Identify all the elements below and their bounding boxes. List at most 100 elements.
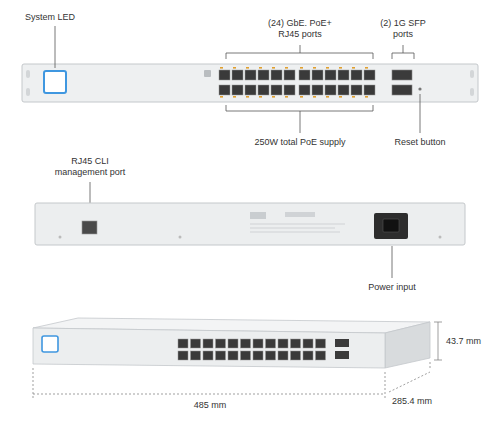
port-led xyxy=(352,67,355,69)
rj45-port xyxy=(278,339,288,348)
callout-label: Power input xyxy=(357,282,427,293)
port-led xyxy=(365,67,368,69)
callout-label: 485 mm xyxy=(180,400,240,411)
port-led xyxy=(285,67,288,69)
bracket xyxy=(392,45,414,59)
rj45-port xyxy=(266,339,276,348)
bracket xyxy=(226,45,373,59)
rj45-port xyxy=(303,339,313,348)
rack-slot xyxy=(26,70,30,78)
rj45-port xyxy=(245,70,256,80)
rj45-port xyxy=(191,351,201,360)
port-led xyxy=(233,96,236,98)
rj45-port xyxy=(203,351,213,360)
rj45-port xyxy=(271,70,282,80)
cli-port xyxy=(82,221,97,234)
rj45-port xyxy=(228,351,238,360)
port-led xyxy=(272,96,275,98)
height-dimension xyxy=(434,322,442,360)
port-led xyxy=(300,67,303,69)
port-led xyxy=(352,96,355,98)
callout-label: (2) 1G SFP ports xyxy=(378,18,428,40)
rj45-port xyxy=(191,339,201,348)
port-led xyxy=(326,96,329,98)
rj45-port xyxy=(219,85,230,95)
system-led xyxy=(42,336,58,352)
port-led xyxy=(220,96,223,98)
rear-view xyxy=(35,203,465,245)
rj45-port xyxy=(291,351,301,360)
port-led xyxy=(326,67,329,69)
rj45-ports xyxy=(178,339,326,360)
extension-line xyxy=(33,368,385,398)
system-led xyxy=(44,71,66,93)
reset-button xyxy=(418,87,421,90)
screw xyxy=(179,236,182,239)
callout-label: 43.7 mm xyxy=(446,336,496,347)
port-led xyxy=(272,67,275,69)
rj45-port xyxy=(253,339,263,348)
width-dimension xyxy=(33,394,385,395)
power-socket-inner xyxy=(383,219,399,232)
rj45-port xyxy=(219,70,230,80)
rj45-port xyxy=(364,85,375,95)
rack-slot xyxy=(470,88,474,96)
rj45-port xyxy=(351,85,362,95)
rear-logo xyxy=(285,212,315,217)
callout-label: (24) GbE. PoE+ RJ45 ports xyxy=(264,18,336,40)
callout-label: System LED xyxy=(25,12,95,23)
port-led xyxy=(259,96,262,98)
rj45-port xyxy=(278,351,288,360)
callout-label: RJ45 CLI management port xyxy=(51,156,129,178)
extension-line xyxy=(430,362,431,370)
leader-line xyxy=(392,246,393,278)
rj45-port xyxy=(228,339,238,348)
rj45-ports xyxy=(219,67,375,98)
port-led xyxy=(285,96,288,98)
front-panel xyxy=(22,64,478,102)
rj45-port xyxy=(338,70,349,80)
port-led xyxy=(339,96,342,98)
rj45-port xyxy=(258,85,269,95)
rj45-port xyxy=(253,351,263,360)
callout-label: Reset button xyxy=(385,137,455,148)
port-led xyxy=(313,96,316,98)
rj45-port xyxy=(351,70,362,80)
rj45-port xyxy=(245,85,256,95)
sfp-port xyxy=(392,85,412,95)
rj45-port xyxy=(241,351,251,360)
rj45-port xyxy=(266,351,276,360)
sfp-port xyxy=(392,70,412,80)
rj45-port xyxy=(316,351,326,360)
rj45-port xyxy=(232,85,243,95)
rj45-port xyxy=(178,351,188,360)
rj45-port xyxy=(284,85,295,95)
rj45-port xyxy=(203,339,213,348)
rj45-port xyxy=(271,85,282,95)
rear-logo xyxy=(250,212,266,219)
rj45-port xyxy=(299,70,310,80)
port-led xyxy=(233,67,236,69)
rj45-port xyxy=(216,339,226,348)
perspective-view xyxy=(33,318,430,368)
rj45-port xyxy=(232,70,243,80)
bracket xyxy=(226,105,373,133)
screw xyxy=(439,236,442,239)
power-socket xyxy=(374,213,408,239)
rj45-port xyxy=(299,85,310,95)
rj45-port xyxy=(364,70,375,80)
sfp-port xyxy=(335,339,349,347)
leader-line xyxy=(420,94,421,133)
logo-mark xyxy=(204,70,211,77)
rear-panel xyxy=(35,203,465,245)
front-view xyxy=(22,64,478,102)
rj45-port xyxy=(316,339,326,348)
port-led xyxy=(339,67,342,69)
rj45-port xyxy=(325,70,336,80)
rack-slot xyxy=(470,70,474,78)
port-led xyxy=(246,67,249,69)
port-led xyxy=(313,67,316,69)
callout-label: 285.4 mm xyxy=(392,396,452,407)
rack-slot xyxy=(26,88,30,96)
port-led xyxy=(365,96,368,98)
